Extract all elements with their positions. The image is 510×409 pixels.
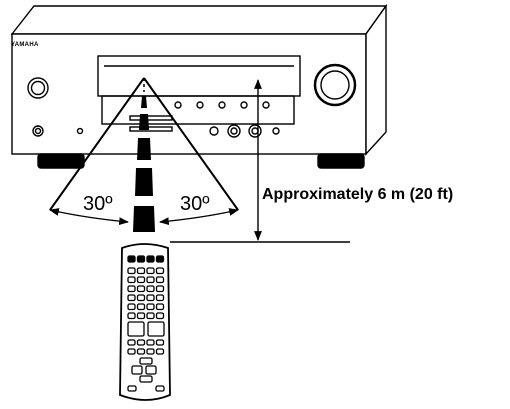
remote-key — [127, 385, 137, 392]
remote-key — [155, 255, 165, 263]
remote-key — [127, 303, 136, 311]
volume-knob — [313, 63, 357, 107]
remote-key — [155, 267, 165, 275]
remote-key — [146, 267, 155, 275]
remote-key — [136, 267, 146, 275]
remote-key — [146, 294, 155, 302]
receiver-side — [365, 3, 387, 156]
ir-beam-1 — [141, 96, 147, 108]
angle-left-label: 30º — [83, 193, 113, 215]
remote-key — [147, 321, 165, 337]
remote-key — [127, 285, 136, 293]
remote-key — [139, 375, 153, 383]
remote-key — [136, 312, 146, 320]
angle-arc-left — [49, 208, 129, 226]
ir-beam-2 — [139, 114, 149, 130]
remote-key — [146, 255, 155, 263]
remote-key — [155, 312, 165, 320]
remote-key — [136, 255, 146, 263]
distance-label: Approximately 6 m (20 ft) — [262, 186, 454, 203]
remote-key — [155, 385, 165, 392]
remote-key — [146, 348, 155, 355]
remote-key — [136, 303, 146, 311]
ir-beam-5 — [133, 206, 155, 232]
remote-key — [127, 255, 136, 263]
remote-key — [136, 348, 146, 355]
brand-logo-text: YAMAHA — [11, 42, 39, 48]
remote-key — [127, 294, 136, 302]
remote-key — [155, 285, 165, 293]
power-knob — [27, 77, 49, 99]
remote-key — [127, 267, 136, 275]
remote-key — [155, 339, 165, 346]
remote-key — [145, 365, 157, 375]
receiver-foot-left — [37, 153, 85, 169]
remote-key — [155, 348, 165, 355]
angle-arc-right — [159, 208, 239, 226]
remote-key — [131, 365, 143, 375]
remote-key — [127, 312, 136, 320]
remote-key — [146, 339, 155, 346]
remote-key — [155, 294, 165, 302]
remote-key — [155, 276, 165, 284]
remote-key — [136, 339, 146, 346]
remote-key — [127, 339, 136, 346]
receiver-top — [10, 5, 388, 35]
ir-beam-4 — [135, 168, 153, 196]
remote-key — [136, 294, 146, 302]
remote-key — [127, 276, 136, 284]
remote-key — [139, 357, 153, 365]
ir-beam-3 — [137, 138, 151, 160]
remote-key — [136, 285, 146, 293]
remote-control — [119, 243, 171, 401]
remote-key — [155, 303, 165, 311]
remote-key — [127, 348, 136, 355]
distance-dimension — [170, 79, 350, 243]
remote-key — [146, 312, 155, 320]
receiver-foot-right — [317, 153, 365, 169]
remote-key — [146, 285, 155, 293]
av-receiver — [10, 3, 388, 169]
detection-cone — [49, 77, 239, 232]
display-bezel — [101, 95, 295, 125]
remote-key — [127, 321, 145, 337]
remote-key — [146, 276, 155, 284]
remote-key — [136, 276, 146, 284]
angle-right-label: 30º — [180, 193, 210, 215]
remote-key — [146, 303, 155, 311]
display-window — [97, 55, 301, 97]
